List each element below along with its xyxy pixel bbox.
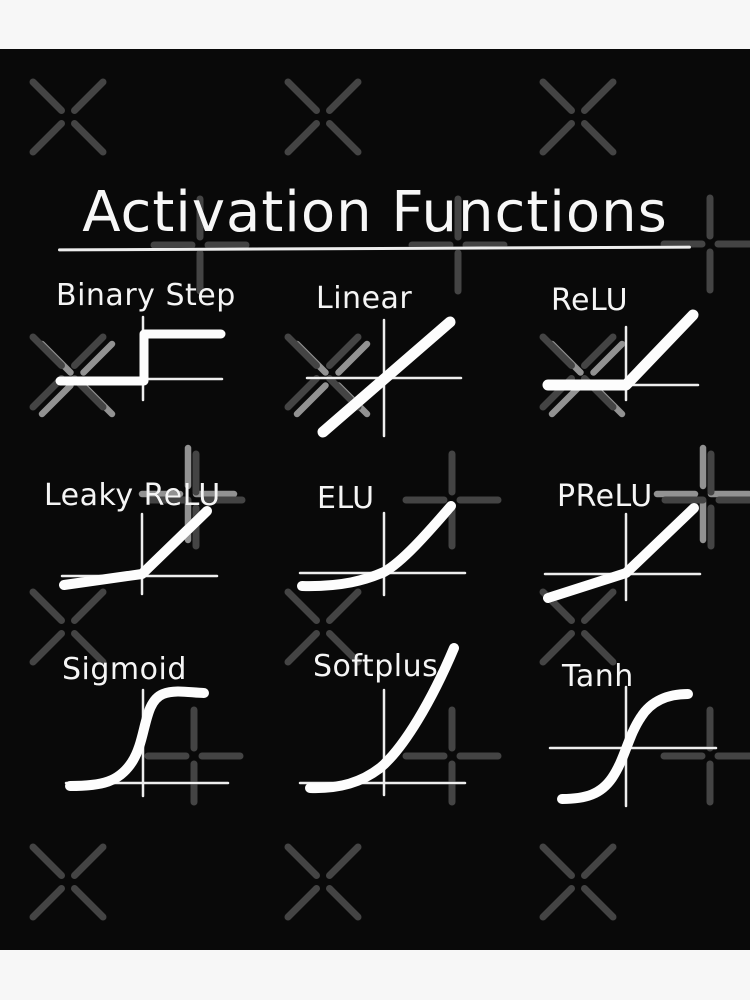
plot-elu [297,501,467,597]
plot-softplus [298,643,467,797]
curve-leaky-relu [59,506,212,590]
function-label-elu: ELU [317,481,375,516]
curve-elu [297,501,456,592]
plot-binary-step [55,315,226,402]
curve-relu [542,309,699,391]
curve-binary-step [55,329,226,386]
curve-softplus [305,643,459,794]
curve-sigmoid [65,686,209,791]
plot-leaky-relu [59,506,219,596]
function-label-softplus: Softplus [313,649,439,684]
function-label-relu: ReLU [551,283,629,318]
plot-prelu [543,503,702,603]
plot-relu [542,309,700,402]
artwork-title: Activation Functions [82,180,668,245]
plot-linear [305,316,463,438]
plot-sigmoid [64,686,230,798]
plot-tanh [548,685,718,808]
function-label-leaky-relu: Leaky ReLU [44,478,221,513]
function-label-binary-step: Binary Step [56,278,236,313]
function-label-sigmoid: Sigmoid [62,652,187,687]
curve-prelu [543,503,699,603]
function-label-linear: Linear [316,281,413,316]
curve-tanh [557,689,693,804]
function-label-tanh: Tanh [562,659,634,694]
artwork-canvas: Activation Functions Binary Step Linear … [0,49,750,950]
function-label-prelu: PReLU [557,479,653,514]
